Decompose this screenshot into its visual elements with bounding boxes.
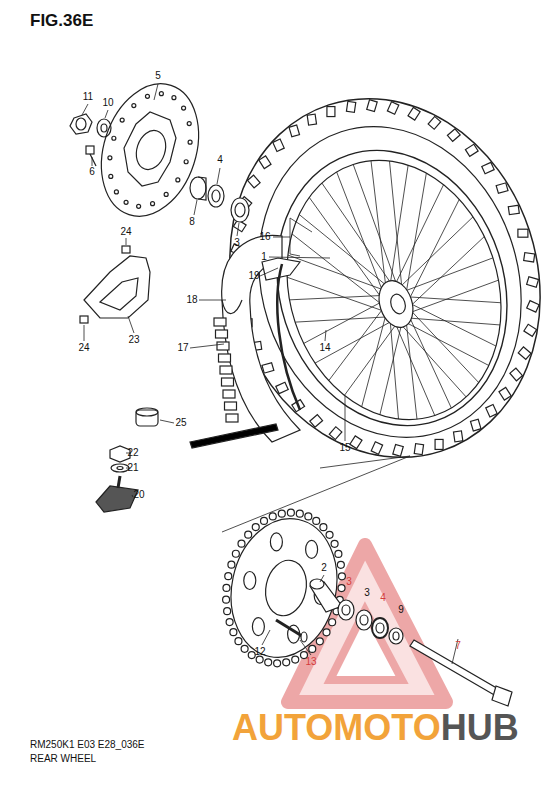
nut [70,114,92,134]
callout-number: 20 [132,489,145,501]
callout-number: 4 [216,154,224,166]
callout-number: 6 [88,166,96,178]
collar [389,628,403,644]
oil-seal [208,185,224,207]
leader-lines [82,84,458,664]
watermark-text: AUTOMOTO [232,710,441,746]
callout-number: 5 [154,70,162,82]
axle [410,640,512,706]
disc-guard [80,246,150,323]
callout-number: 24 [119,226,132,238]
callout-number: 9 [397,604,405,616]
callout-number: 24 [77,342,90,354]
tube [214,235,300,442]
callout-number: 8 [188,216,196,228]
spacer [310,579,342,612]
callout-number: 1 [260,251,268,263]
callout-number: 12 [253,646,266,658]
callout-number: 3 [345,576,353,588]
collar [190,177,206,200]
callout-number: 21 [126,462,139,474]
callout-number: 23 [127,334,140,346]
callout-number: 7 [454,640,462,652]
callout-number: 2 [320,562,328,574]
washer [97,119,111,137]
bearing [338,600,354,620]
callout-number: 11 [82,91,94,103]
callout-number: 10 [101,97,114,109]
nut [110,446,130,462]
rim-lock [96,476,138,512]
watermark-text: HUB [441,710,519,746]
figure-code: RM250K1 E03 E28_036E [30,740,145,750]
callout-number: 3 [363,587,371,599]
bearing [356,610,372,630]
callout-number: 25 [174,417,187,429]
figure-title: FIG.36E [30,12,93,29]
bolt [276,620,307,642]
callout-number: 13 [304,656,317,668]
callout-number: 22 [126,447,139,459]
sprocket [219,509,350,668]
callout-number: 18 [185,294,198,306]
oil-seal [372,618,388,638]
rear-tire [184,58,560,498]
callout-number: 16 [258,231,271,243]
callout-number: 4 [379,592,387,604]
valve-stem [190,424,278,448]
callout-number: 17 [176,342,189,354]
callout-number: 3 [233,237,241,249]
valve-cap [136,408,158,426]
bolt [86,146,96,166]
brake-disc [85,71,215,229]
washer [111,464,129,472]
rim-band [262,258,300,410]
bearing [231,198,249,222]
callout-number: 14 [318,342,331,354]
callout-number: 19 [247,270,260,282]
callout-number: 15 [338,442,351,454]
figure-caption: REAR WHEEL [30,754,96,764]
